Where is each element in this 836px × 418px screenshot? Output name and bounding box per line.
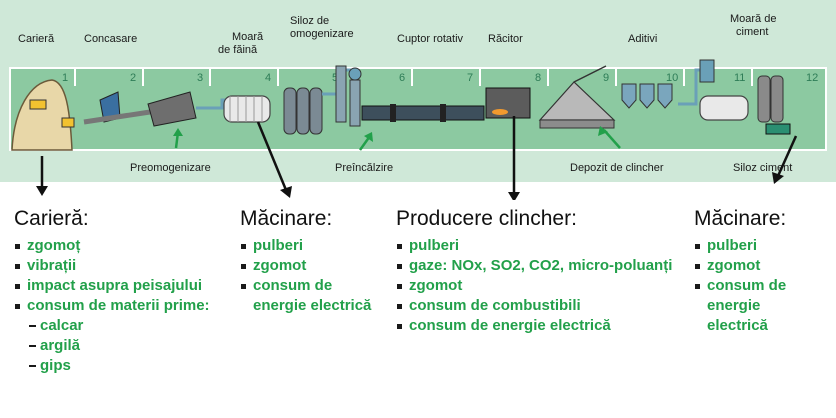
list-item: pulberi bbox=[396, 236, 676, 256]
step-number: 1 bbox=[62, 72, 68, 84]
label-cariera: Carieră bbox=[18, 33, 55, 45]
step-number: 6 bbox=[399, 72, 405, 84]
rotary-kiln-illustration bbox=[361, 104, 485, 122]
cement-mill-illustration bbox=[699, 59, 749, 121]
label-racitor: Răcitor bbox=[488, 33, 523, 45]
bottom-labels: Preomogenizare Preîncălzire Depozit de c… bbox=[130, 162, 792, 174]
cooler-illustration bbox=[485, 87, 531, 119]
quarry-illustration bbox=[11, 79, 75, 151]
list-item: vibrații bbox=[14, 256, 214, 276]
sub-list-item: gips bbox=[29, 356, 214, 376]
list-item: zgomot bbox=[396, 276, 676, 296]
list-item: zgomot bbox=[240, 256, 380, 276]
step-number: 10 bbox=[666, 72, 678, 84]
list-item: consum de combustibili bbox=[396, 296, 676, 316]
list-item: pulberi bbox=[240, 236, 380, 256]
list-item: zgomot bbox=[694, 256, 824, 276]
label-concasare: Concasare bbox=[84, 33, 137, 45]
step-number: 12 bbox=[806, 72, 818, 84]
sub-list-item: calcar bbox=[29, 316, 214, 336]
cement-silo-illustration bbox=[757, 75, 791, 135]
label-depozit-clincher: Depozit de clincher bbox=[570, 162, 664, 174]
step-numbers: 1 2 3 4 5 6 7 8 9 10 11 12 bbox=[62, 72, 818, 84]
label-siloz-omogenizare: Siloz de omogenizare bbox=[290, 15, 354, 40]
label-cuptor: Cuptor rotativ bbox=[397, 33, 464, 45]
connector-arrows bbox=[40, 116, 798, 194]
homogenizing-silo-illustration bbox=[283, 68, 352, 135]
section-title: Producere clincher: bbox=[396, 207, 577, 230]
label-siloz-ciment: Siloz ciment bbox=[733, 162, 792, 174]
section-title: Carieră: bbox=[14, 207, 89, 230]
label-aditivi: Aditivi bbox=[628, 33, 657, 45]
step-number: 11 bbox=[734, 72, 745, 84]
cement-process-diagram: 1 2 3 4 5 6 7 8 9 10 11 12 bbox=[0, 0, 836, 200]
step-number: 4 bbox=[265, 72, 271, 84]
preheater-tower-illustration bbox=[335, 65, 362, 127]
step-number: 9 bbox=[603, 72, 609, 84]
list-item: gaze: NOx, SO2, CO2, micro-poluanți bbox=[396, 256, 676, 276]
list-item: zgomoț bbox=[14, 236, 214, 256]
section-title: Măcinare: bbox=[694, 207, 787, 230]
list-item: consum de materii prime: bbox=[14, 296, 214, 316]
label-preincalzire: Preîncălzire bbox=[335, 162, 393, 174]
list-item: impact asupra peisajului bbox=[14, 276, 214, 296]
list-item: consum de energie electrică bbox=[240, 276, 380, 316]
arrowheads bbox=[173, 126, 608, 142]
step-dividers bbox=[74, 68, 753, 86]
top-labels: Carieră Concasare Moară de făină Siloz d… bbox=[18, 13, 780, 56]
label-preomogenizare: Preomogenizare bbox=[130, 162, 211, 174]
step-number: 7 bbox=[467, 72, 473, 84]
connector-arrowheads bbox=[36, 172, 784, 200]
step-number: 2 bbox=[130, 72, 136, 84]
step-number: 5 bbox=[332, 72, 338, 84]
section-title: Măcinare: bbox=[240, 207, 333, 230]
step-number: 3 bbox=[197, 72, 203, 84]
raw-mill-illustration bbox=[223, 95, 271, 123]
step-number: 8 bbox=[535, 72, 541, 84]
sub-list-item: argilă bbox=[29, 336, 214, 356]
list-item: consum de energie electrică bbox=[694, 276, 824, 336]
crusher-illustration bbox=[83, 91, 151, 125]
list-item: pulberi bbox=[694, 236, 824, 256]
clinker-storage-illustration bbox=[538, 65, 616, 129]
list-item: consum de energie electrică bbox=[396, 316, 676, 336]
label-moara-faina: Moară de făină bbox=[218, 31, 266, 56]
label-moara-ciment: Moară de ciment bbox=[730, 13, 780, 38]
